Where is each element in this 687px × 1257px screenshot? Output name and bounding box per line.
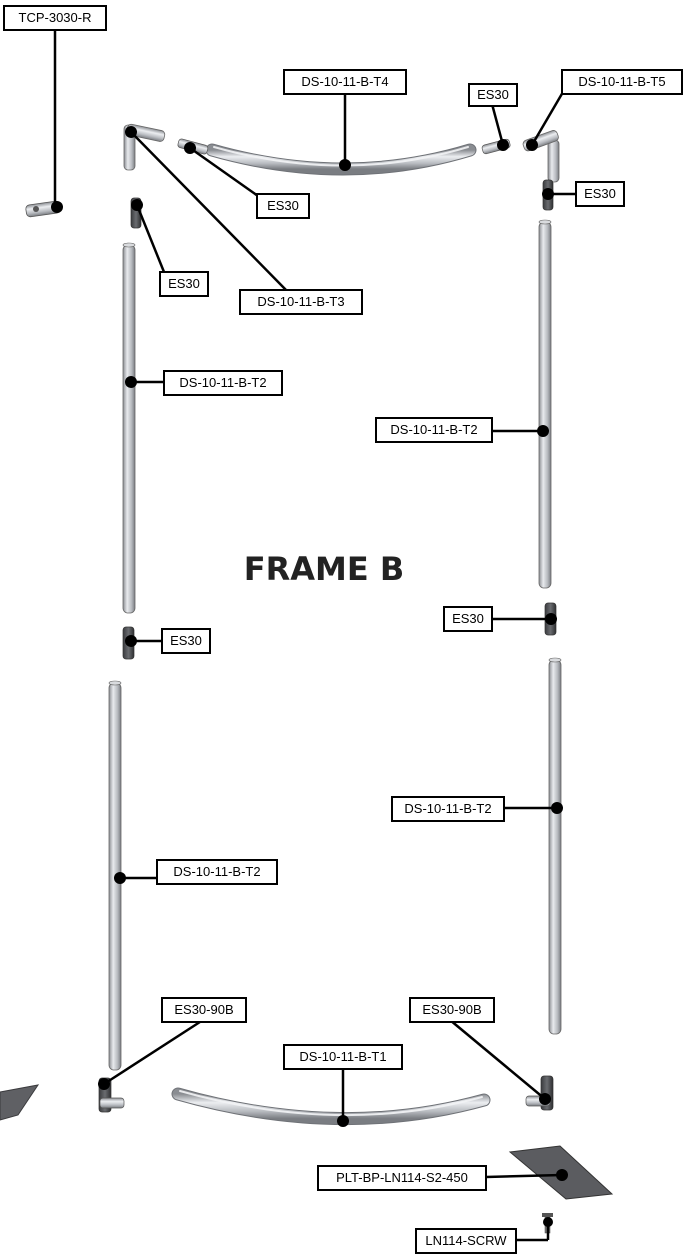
- svg-text:ES30: ES30: [452, 611, 484, 626]
- svg-text:ES30: ES30: [584, 186, 616, 201]
- label-es30-left-upper: ES30: [159, 271, 209, 297]
- tube-right-upper: [538, 219, 552, 589]
- label-es30-top-right: ES30: [468, 83, 518, 107]
- label-t2-right-lower: DS-10-11-B-T2: [391, 796, 505, 822]
- label-es30-right-upper: ES30: [575, 181, 625, 207]
- label-t2-right-upper: DS-10-11-B-T2: [375, 417, 493, 443]
- svg-text:DS-10-11-B-T2: DS-10-11-B-T2: [179, 375, 266, 390]
- svg-text:DS-10-11-B-T1: DS-10-11-B-T1: [299, 1049, 386, 1064]
- label-es30-left-mid: ES30: [161, 628, 211, 654]
- label-plate: PLT-BP-LN114-S2-450: [317, 1165, 487, 1191]
- svg-text:DS-10-11-B-T5: DS-10-11-B-T5: [578, 74, 665, 89]
- svg-text:ES30-90B: ES30-90B: [174, 1002, 233, 1017]
- svg-text:ES30-90B: ES30-90B: [422, 1002, 481, 1017]
- tube-right-lower: [548, 657, 562, 1035]
- label-es30-90b-left: ES30-90B: [161, 997, 247, 1023]
- label-tcp-3030-r: TCP-3030-R: [3, 5, 107, 31]
- label-es30-right-mid: ES30: [443, 606, 493, 632]
- svg-text:FRAME B: FRAME B: [244, 550, 405, 588]
- label-t2-left-upper: DS-10-11-B-T2: [163, 370, 283, 396]
- svg-text:ES30: ES30: [267, 198, 299, 213]
- tube-left-upper: [122, 242, 136, 614]
- label-t1: DS-10-11-B-T1: [283, 1044, 403, 1070]
- corner-elbow-top-right: [522, 130, 560, 183]
- svg-text:ES30: ES30: [170, 633, 202, 648]
- svg-text:DS-10-11-B-T2: DS-10-11-B-T2: [404, 801, 491, 816]
- tube-bottom-curved: [171, 1087, 491, 1126]
- label-es30-90b-right: ES30-90B: [409, 997, 495, 1023]
- svg-text:DS-10-11-B-T2: DS-10-11-B-T2: [173, 864, 260, 879]
- svg-text:ES30: ES30: [477, 87, 509, 102]
- frame-title: FRAME B: [244, 550, 405, 588]
- base-plate-left: [0, 1084, 40, 1121]
- leader-lines: [53, 30, 576, 1242]
- svg-text:TCP-3030-R: TCP-3030-R: [19, 10, 92, 25]
- label-t3: DS-10-11-B-T3: [239, 289, 363, 315]
- label-es30-top-left-connector: ES30: [256, 193, 310, 219]
- svg-text:ES30: ES30: [168, 276, 200, 291]
- leader-dots: [51, 126, 568, 1227]
- label-t4: DS-10-11-B-T4: [283, 69, 407, 95]
- label-t2-left-lower: DS-10-11-B-T2: [156, 859, 278, 885]
- label-t5: DS-10-11-B-T5: [561, 69, 683, 95]
- svg-text:DS-10-11-B-T2: DS-10-11-B-T2: [390, 422, 477, 437]
- svg-text:DS-10-11-B-T3: DS-10-11-B-T3: [257, 294, 344, 309]
- svg-text:DS-10-11-B-T4: DS-10-11-B-T4: [301, 74, 388, 89]
- label-screw: LN114-SCRW: [415, 1228, 517, 1254]
- svg-text:PLT-BP-LN114-S2-450: PLT-BP-LN114-S2-450: [336, 1170, 468, 1185]
- svg-text:LN114-SCRW: LN114-SCRW: [425, 1233, 507, 1248]
